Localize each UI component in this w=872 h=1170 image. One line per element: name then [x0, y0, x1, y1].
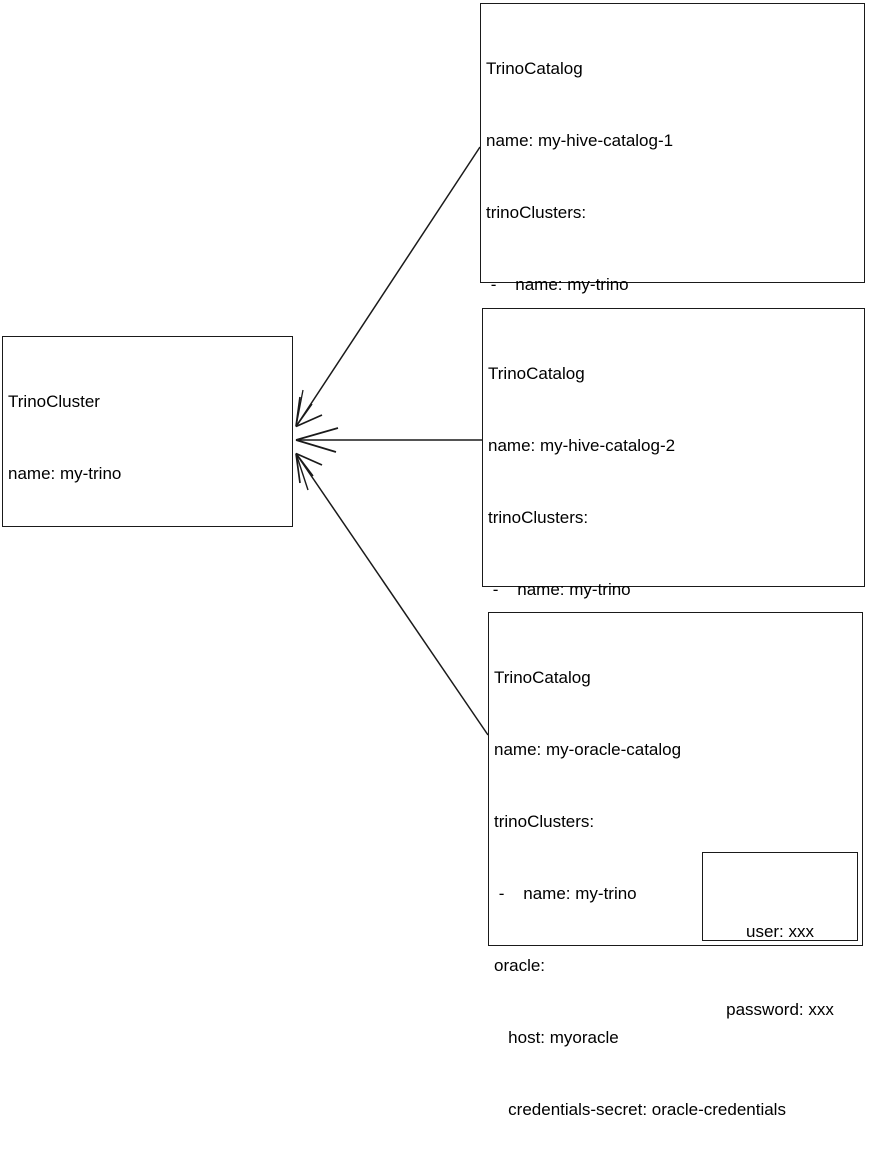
arrowhead-lower-prong — [295, 452, 323, 466]
yaml-line: trinoClusters: — [494, 812, 595, 831]
secret-line-user: user: xxx — [745, 922, 815, 941]
arrowhead-upper-prong — [295, 414, 323, 428]
yaml-line: TrinoCatalog — [494, 668, 591, 687]
edge-hive2-to-cluster — [295, 427, 482, 453]
yaml-line: trinoClusters: — [486, 203, 587, 222]
yaml-line: name: my-hive-catalog-1 — [486, 131, 674, 150]
yaml-line: - name: my-trino — [486, 275, 629, 294]
diagram-canvas: TrinoCluster name: my-trino TrinoCatalog… — [2, 3, 865, 1119]
yaml-line: - name: my-trino — [488, 580, 631, 599]
node-trino-cluster[interactable]: TrinoCluster name: my-trino — [2, 336, 293, 527]
node-trino-catalog-hive-2[interactable]: TrinoCatalog name: my-hive-catalog-2 tri… — [482, 308, 865, 887]
edge-hive1-to-cluster — [295, 146, 481, 428]
node-trino-catalog-hive-1[interactable]: TrinoCatalog name: my-hive-catalog-1 tri… — [480, 3, 865, 654]
yaml-line: name: my-trino — [8, 464, 122, 483]
edge-oracle-to-cluster — [295, 452, 489, 736]
arrow-fan-strokes — [295, 389, 314, 491]
yaml-line: TrinoCatalog — [486, 59, 583, 78]
arrowhead-lower-prong — [295, 396, 301, 427]
node-oracle-credentials-secret-text: user: xxx password: xxx — [703, 867, 857, 1075]
arrowhead-upper-prong — [295, 427, 339, 441]
yaml-line: credentials-secret: oracle-credentials — [494, 1100, 786, 1119]
yaml-line: name: my-hive-catalog-2 — [488, 436, 676, 455]
yaml-line: name: my-oracle-catalog — [494, 740, 682, 759]
node-trino-cluster-text: TrinoCluster name: my-trino — [8, 342, 289, 534]
node-oracle-credentials-secret[interactable]: user: xxx password: xxx — [702, 852, 858, 1019]
yaml-line: - name: my-trino — [494, 884, 637, 903]
secret-line-password: password: xxx — [726, 1000, 834, 1019]
yaml-line: trinoClusters: — [488, 508, 589, 527]
arrowhead-upper-prong — [295, 453, 301, 484]
yaml-line: TrinoCluster — [8, 392, 100, 411]
arrowhead-lower-prong — [295, 439, 337, 453]
yaml-line: TrinoCatalog — [488, 364, 585, 383]
